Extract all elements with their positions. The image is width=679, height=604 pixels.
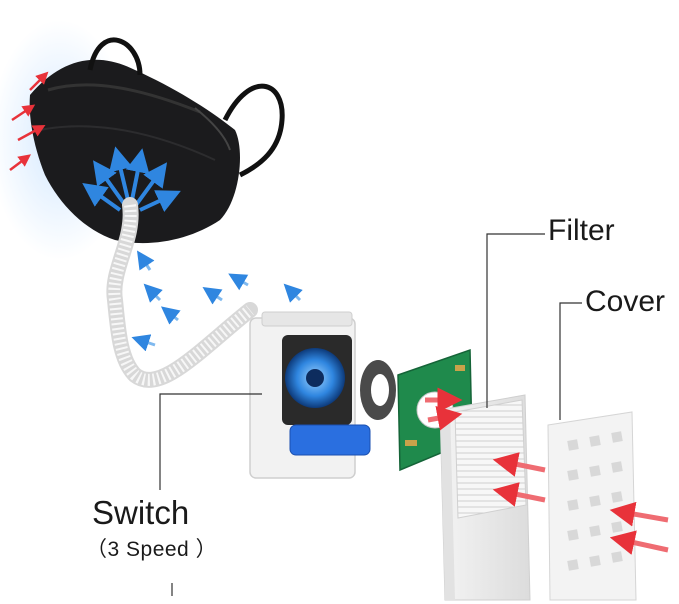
airflow-arrows-tube (131, 250, 303, 352)
air-tube (106, 197, 258, 388)
battery (289, 424, 371, 456)
fan-housing (249, 311, 371, 479)
ear-loop (87, 37, 285, 178)
label-cover: Cover (585, 285, 666, 318)
label-switch: Switch (92, 494, 190, 531)
airflow-arrows-mask (82, 146, 181, 212)
label-speed: （3 Speed ） (86, 538, 218, 561)
intake-arrows (425, 387, 669, 555)
gasket-ring (360, 360, 396, 420)
exhaust-arrows (9, 71, 49, 171)
cover (547, 411, 637, 601)
filter (439, 394, 531, 601)
label-filter: Filter (548, 214, 615, 247)
leader-lines (159, 233, 582, 490)
